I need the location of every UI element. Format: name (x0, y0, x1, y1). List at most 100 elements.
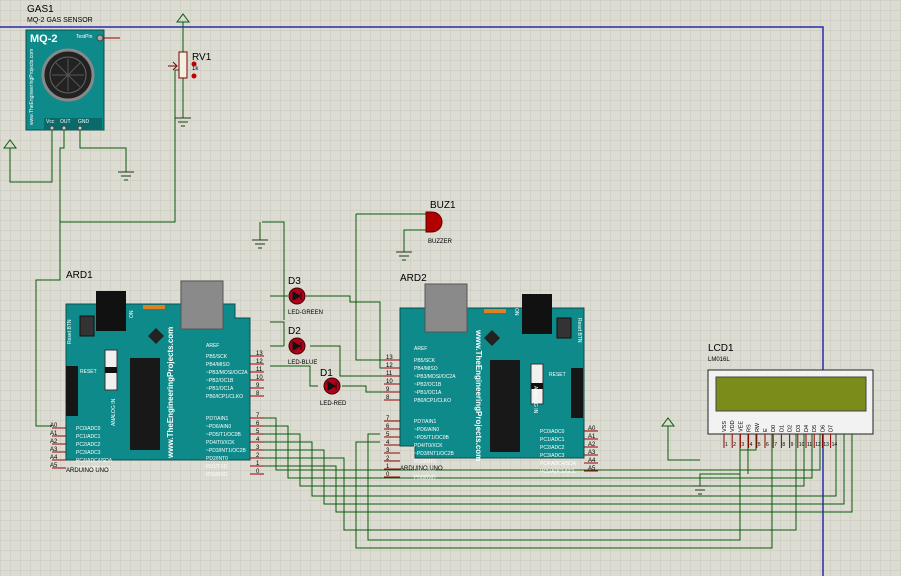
ard2-icsp-header (571, 368, 583, 418)
analog-function-label: PC2/ADC2 (540, 445, 565, 451)
ard2-chip-small (484, 330, 500, 346)
arduino-2[interactable]: ARD2 Reset BTN ON www.TheEngineeringProj… (384, 273, 598, 481)
analog-pin-label: A3 (588, 450, 596, 456)
pot-value: 1k (192, 66, 199, 72)
ground-symbols (118, 117, 708, 495)
analog-pin-label: A0 (588, 426, 596, 432)
lcd-pin-label: RS (747, 424, 753, 432)
led-d1-ref: D1 (320, 368, 333, 379)
ard1-reset-button[interactable] (79, 315, 95, 337)
lcd-pin-number: 7 (774, 442, 777, 448)
digital-function-label: PD1/TXD (206, 464, 228, 470)
digital-function-label: ~PD6/AIN0 (414, 427, 439, 433)
digital-function-label: ~PB3/MOSI/OC2A (206, 370, 248, 376)
lcd-pin-label: D1 (779, 425, 785, 432)
analog-function-label: PC1/ADC1 (76, 434, 101, 440)
digital-pin-number: 5 (256, 429, 260, 435)
digital-pin-number: 11 (386, 371, 393, 377)
ard2-site: www.TheEngineeringProjects.com (474, 329, 483, 461)
led-d3-label: LED-GREEN (288, 310, 323, 316)
lcd-screen (715, 376, 867, 412)
gas-sensor-test-label: TestPin (76, 34, 93, 40)
digital-function-label: PB0/ICP1/CLKO (206, 394, 243, 400)
diode-icon (292, 341, 302, 351)
lcd-display[interactable]: LCD1 LM016L VSS1VDD2VEE3RS4RW5E6D07D18D2… (707, 343, 874, 448)
lcd-ref: LCD1 (708, 343, 734, 354)
analog-function-label: PC3/ADC3 (540, 453, 565, 459)
led-d2[interactable]: D2 LED-BLUE (288, 326, 317, 366)
digital-function-label: ~PD5/T1/OC0B (414, 435, 450, 441)
lcd-pin-label: D7 (829, 425, 835, 432)
buzzer[interactable]: BUZ1 BUZZER (425, 200, 456, 245)
analog-function-label: PC0/ADC0 (76, 426, 101, 432)
gas-sensor-model: MQ-2 (30, 33, 58, 45)
buzzer-ref: BUZ1 (430, 200, 456, 211)
lcd-pin-number: 2 (733, 442, 736, 448)
gas-sensor[interactable]: GAS1 MQ-2 GAS SENSOR MQ-2 TestPin www.Th… (25, 4, 120, 131)
lcd-pin-label: D4 (804, 425, 810, 432)
ard2-analog-in: ANALOG IN (532, 386, 538, 414)
ard1-aref: AREF (206, 343, 219, 349)
gas-pin-gnd: GND (78, 119, 90, 125)
arduino-1[interactable]: ARD1 Reset BTN ON www.TheEngineeringProj… (50, 270, 264, 478)
led-d2-label: LED-BLUE (288, 360, 317, 366)
digital-pin-number: 7 (386, 416, 390, 422)
ard2-power-jack (522, 294, 552, 334)
digital-function-label: ~PB1/OC1A (414, 390, 442, 396)
digital-function-label: ~PB2/OC1B (206, 378, 234, 384)
digital-function-label: PB5/SCK (206, 354, 228, 360)
lcd-pin-number: 8 (782, 442, 785, 448)
analog-function-label: PC4/ADC4/SDA (76, 458, 113, 464)
digital-function-label: PD2/INT0 (206, 456, 228, 462)
digital-function-label: PD7/AIN1 (414, 419, 436, 425)
lcd-pin-label: E (763, 428, 769, 432)
analog-pin-label: A0 (50, 423, 58, 429)
digital-pin-number: 12 (386, 363, 393, 369)
ard1-chip-small (148, 328, 164, 344)
digital-pin-number: 13 (256, 351, 263, 357)
digital-function-label: ~PD5/T1/OC0B (206, 432, 242, 438)
digital-pin-number: 7 (256, 413, 260, 419)
digital-function-label: ~PD6/AIN0 (206, 424, 231, 430)
digital-function-label: ~PD3/INT1/OC2B (414, 451, 455, 457)
digital-pin-number: 2 (386, 456, 390, 462)
analog-pin-label: A5 (50, 463, 58, 469)
led-d3[interactable]: D3 LED-GREEN (288, 276, 323, 316)
lcd-pin-number: 6 (766, 442, 769, 448)
pot-body (178, 51, 188, 79)
lcd-pin-number: 10 (799, 442, 805, 448)
lcd-pin-label: RW (755, 422, 761, 432)
lcd-pin-number: 12 (815, 442, 821, 448)
ard1-ref: ARD1 (66, 270, 93, 281)
ard2-reset-button[interactable] (556, 317, 572, 339)
lcd-pin-number: 4 (750, 442, 753, 448)
analog-pin-label: A1 (50, 431, 58, 437)
buzzer-body (425, 211, 443, 233)
ard1-reset-btn-label: Reset BTN (67, 319, 73, 344)
lcd-pin-number: 5 (758, 442, 761, 448)
lcd-pin-number: 3 (741, 442, 744, 448)
led-d1[interactable]: D1 LED-RED (320, 368, 347, 407)
digital-pin-number: 1 (386, 464, 390, 470)
ard1-reset-label: RESET (80, 369, 97, 375)
digital-pin-number: 6 (256, 421, 260, 427)
ard2-on-label: ON (513, 308, 519, 316)
ard1-icsp-header (66, 366, 78, 416)
digital-pin-number: 11 (256, 367, 263, 373)
digital-pin-number: 13 (386, 355, 393, 361)
ard2-aref: AREF (414, 346, 427, 352)
digital-pin-number: 3 (256, 445, 260, 451)
gas-pin-vcc: Vcc (46, 119, 55, 125)
ard2-ref: ARD2 (400, 273, 427, 284)
digital-pin-number: 0 (386, 472, 390, 478)
potentiometer[interactable]: RV1 1k (168, 51, 212, 79)
digital-pin-number: 9 (386, 387, 390, 393)
digital-pin-number: 8 (256, 391, 260, 397)
lcd-pin-label: D3 (796, 425, 802, 432)
digital-pin-number: 8 (386, 395, 390, 401)
analog-function-label: PC3/ADC3 (76, 450, 101, 456)
diode-icon (327, 381, 337, 391)
gas-sensor-test-pin[interactable] (96, 34, 104, 42)
diode-icon (292, 291, 302, 301)
